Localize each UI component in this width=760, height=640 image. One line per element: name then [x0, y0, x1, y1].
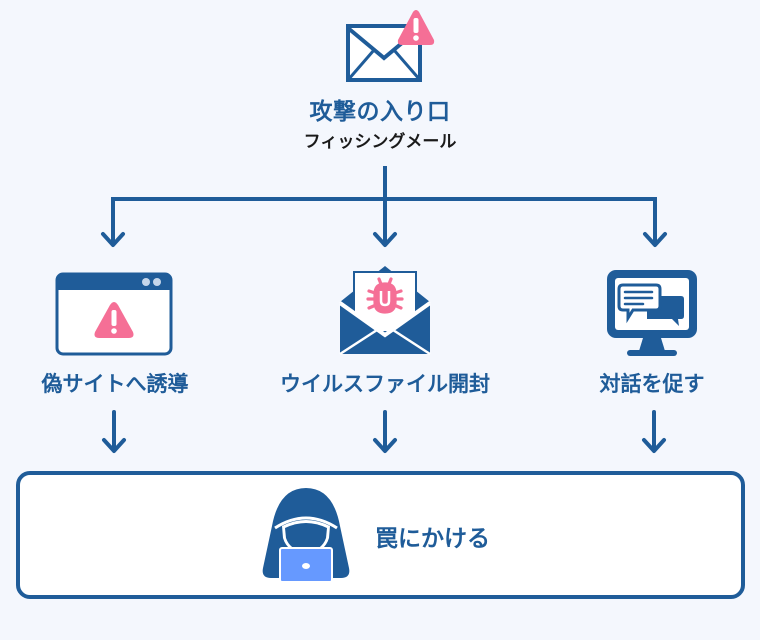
arrow-right-head	[642, 438, 666, 453]
hacker-laptop-icon	[261, 486, 351, 584]
diagram-subtitle: フィッシングメール	[303, 132, 457, 152]
arrow-head-right	[643, 232, 667, 247]
result-box	[16, 471, 745, 599]
monitor-chat-icon	[605, 268, 699, 358]
step-label-virus-file: ウイルスファイル開封	[280, 372, 490, 396]
result-label: 罠にかける	[375, 526, 490, 552]
envelope-warning-icon	[344, 8, 436, 82]
down-arrows	[0, 400, 760, 460]
arrow-head-center	[373, 232, 397, 247]
arrow-left-head	[102, 438, 126, 453]
step-label-fake-site: 偽サイトへ誘導	[41, 372, 189, 396]
envelope-bug-icon	[337, 264, 433, 356]
branch-connector	[0, 0, 760, 260]
connector-line-horizontal	[111, 197, 657, 244]
step-label-dialogue: 対話を促す	[599, 372, 705, 396]
arrow-center-head	[373, 438, 397, 453]
browser-warning-icon	[55, 272, 173, 356]
arrow-head-left	[101, 232, 125, 247]
diagram-title: 攻撃の入り口	[309, 99, 451, 125]
